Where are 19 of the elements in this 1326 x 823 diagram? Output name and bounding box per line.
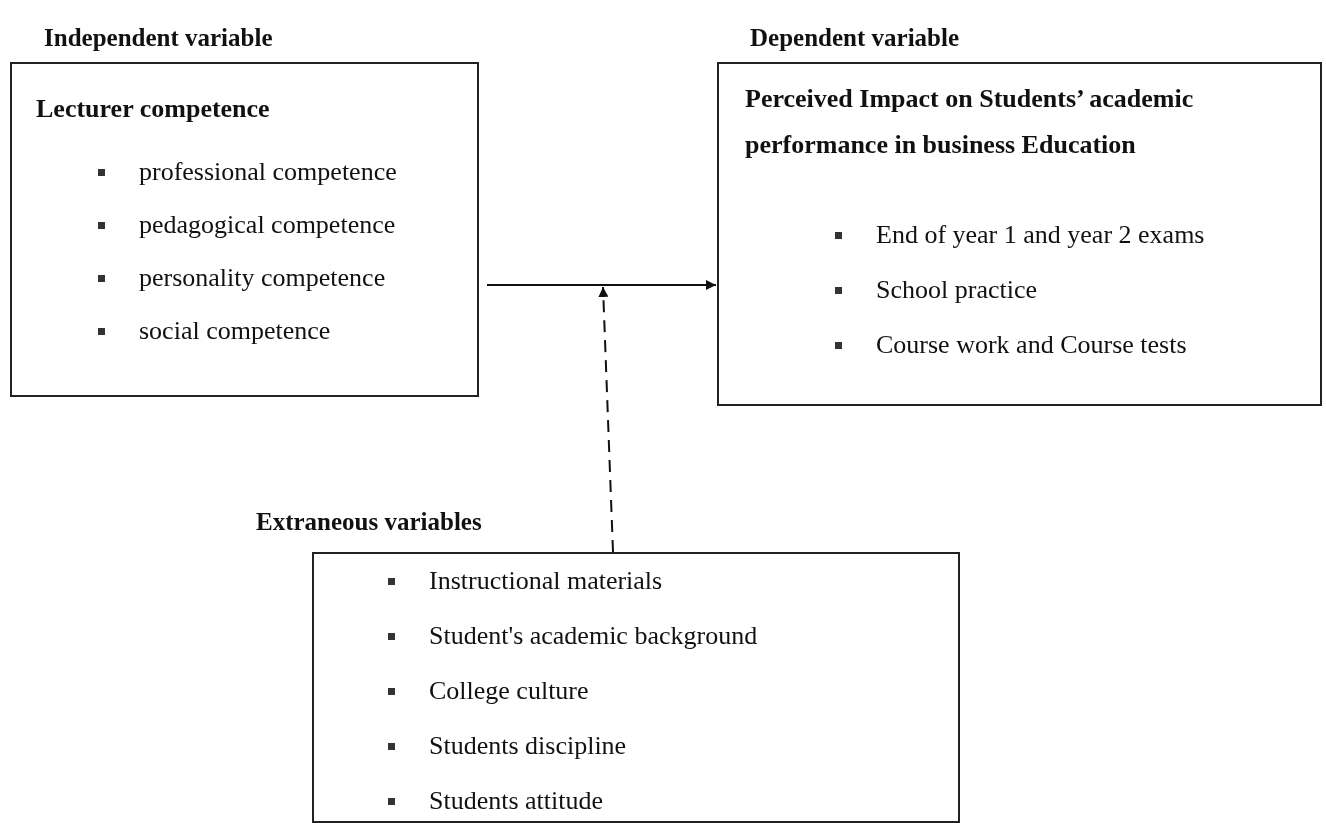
box-heading: Perceived Impact on Students’ academic performance in business Education	[745, 83, 1195, 161]
section-heading: Independent variable	[44, 24, 273, 52]
section-heading: Extraneous variables	[256, 508, 482, 536]
arrow	[486, 280, 717, 290]
list-item: College culture	[429, 676, 589, 706]
list-item: Instructional materials	[429, 566, 663, 596]
list-item: Students attitude	[429, 786, 604, 816]
list-item: Student's academic background	[429, 621, 758, 651]
box-heading: Lecturer competence	[36, 93, 271, 125]
arrow	[598, 286, 614, 553]
list-item: professional competence	[139, 157, 397, 187]
list-item: pedagogical competence	[139, 210, 396, 240]
list-item: Students discipline	[429, 731, 627, 761]
section-heading: Dependent variable	[750, 24, 960, 52]
list-item: Course work and Course tests	[876, 330, 1187, 360]
list-item: personality competence	[139, 263, 386, 293]
list-item: social competence	[139, 316, 331, 346]
list-item: End of year 1 and year 2 exams	[876, 220, 1205, 250]
list-item: School practice	[876, 275, 1037, 305]
